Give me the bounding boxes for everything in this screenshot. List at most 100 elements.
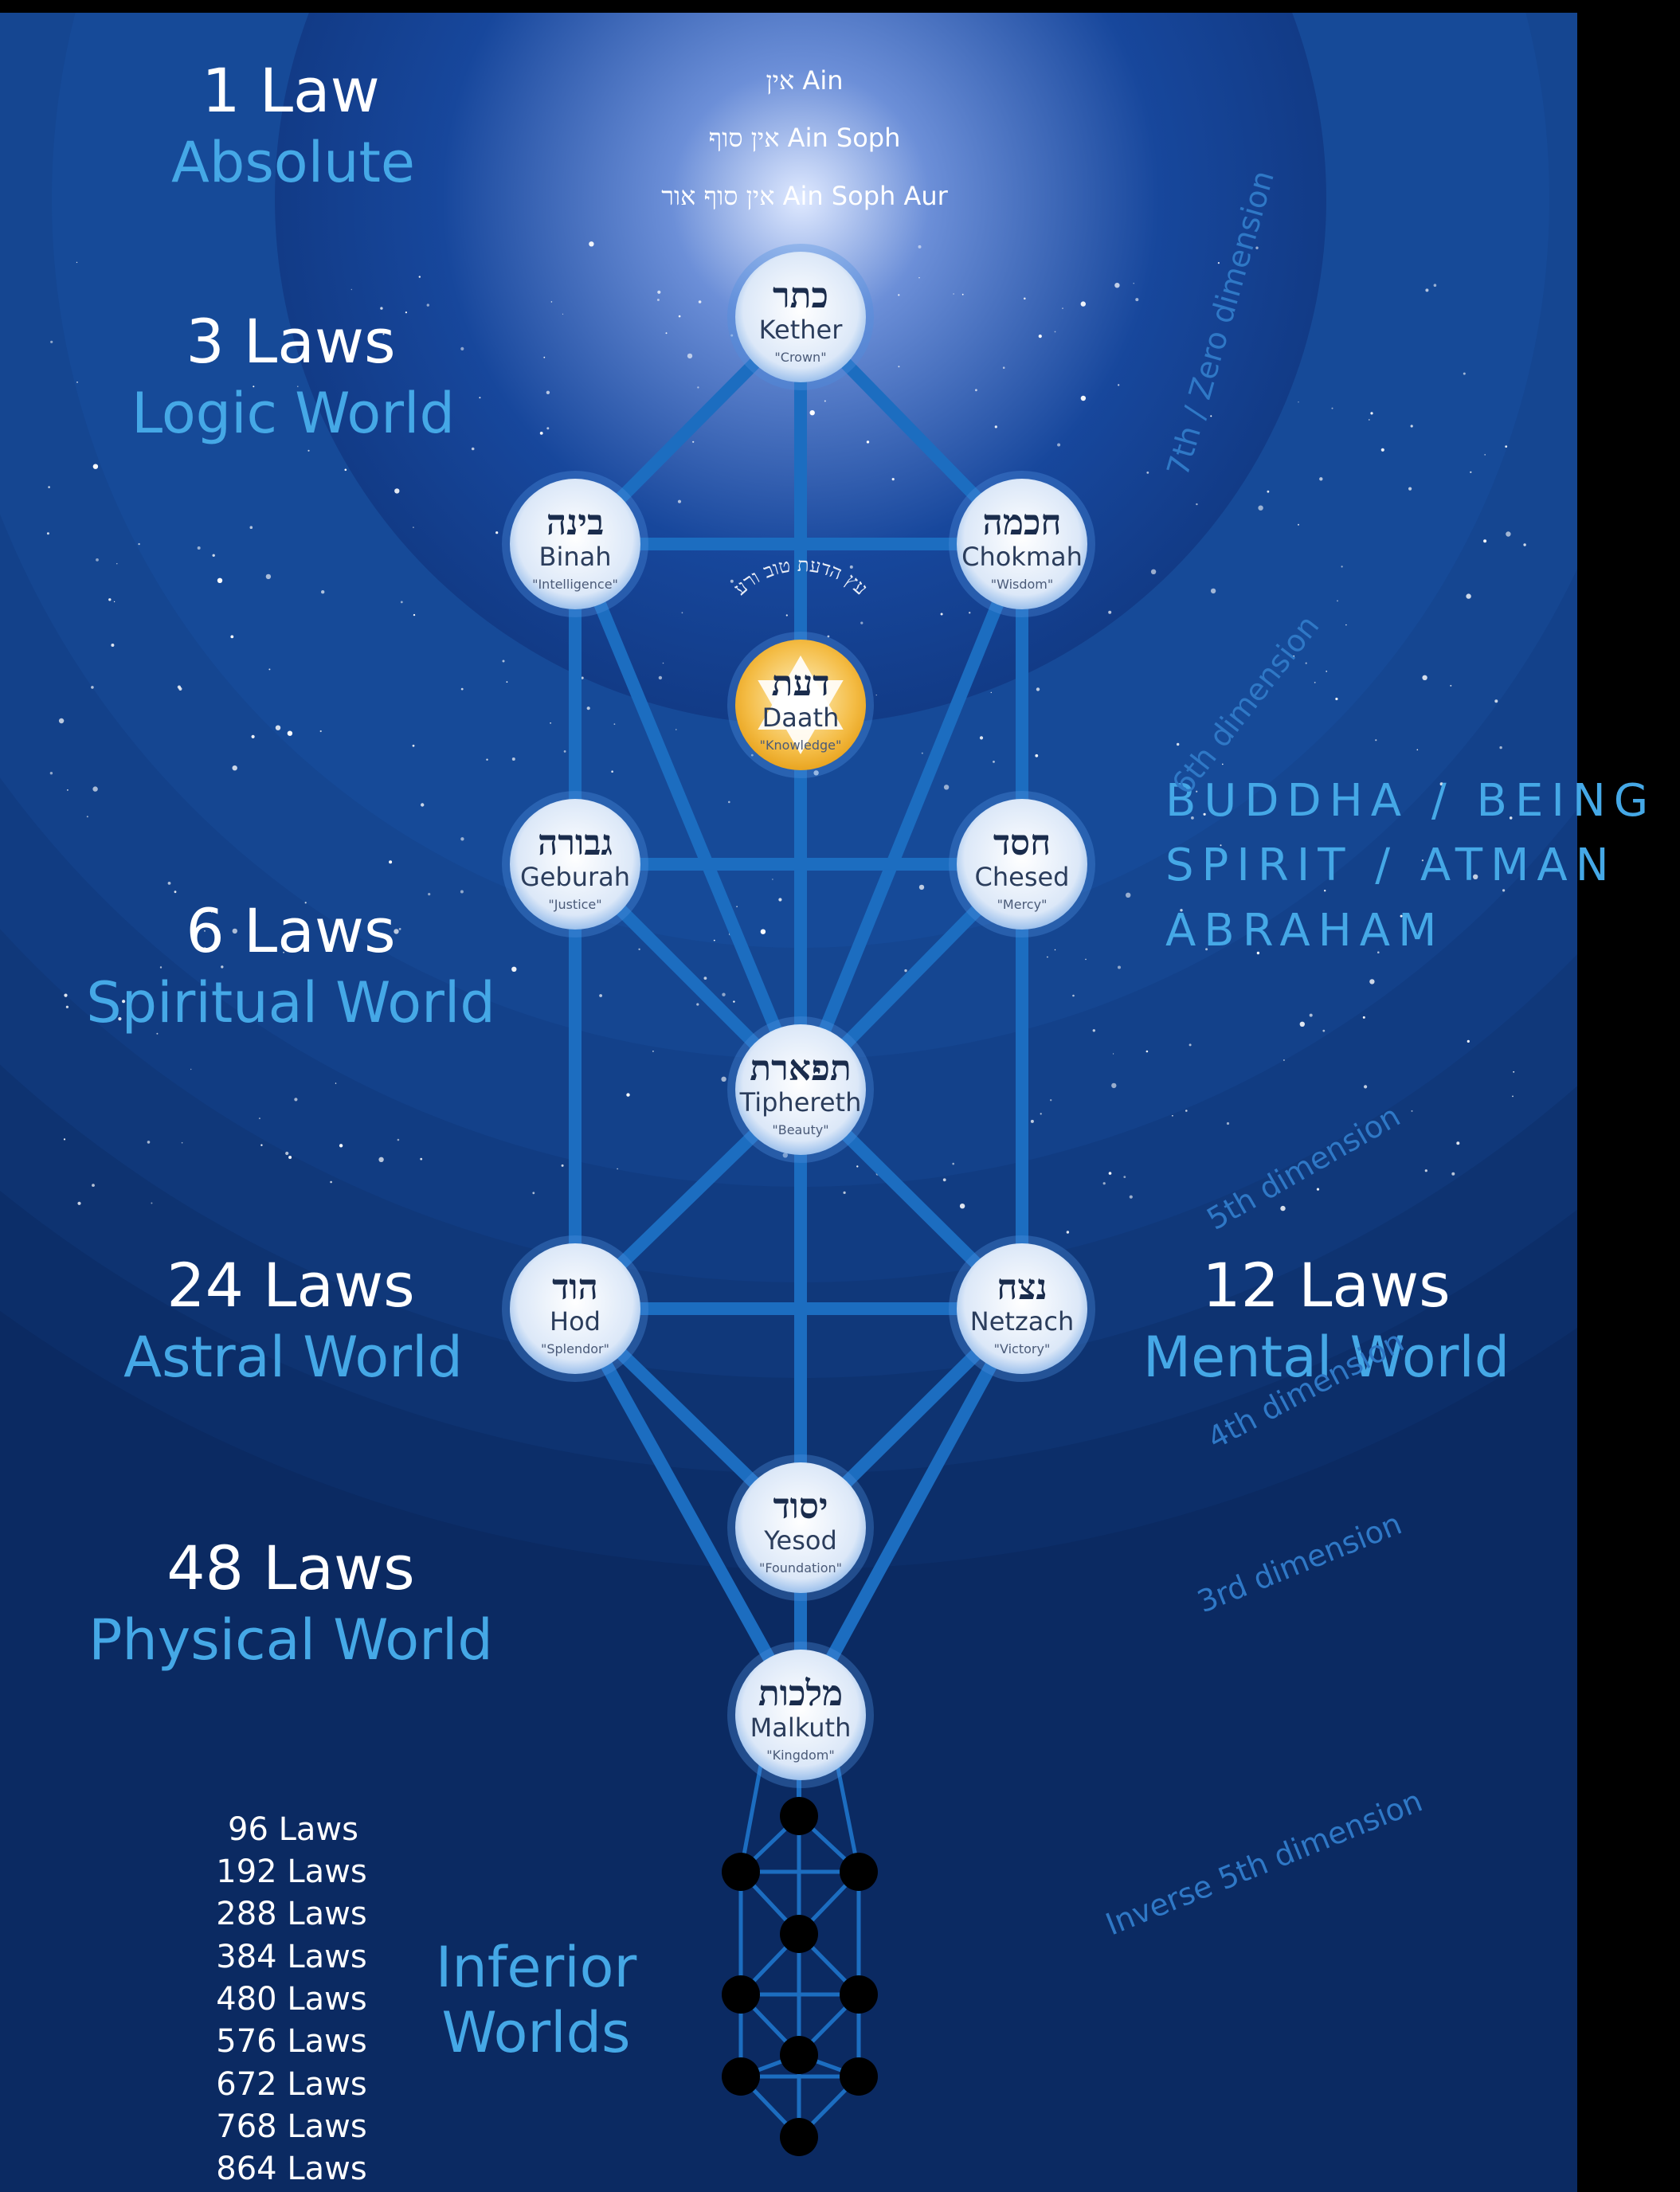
star [1463,372,1466,375]
star [1502,889,1506,892]
star [1030,1119,1034,1123]
star [1299,1021,1306,1028]
inferior-worlds-label: Inferior Worlds [436,1935,637,2065]
star [687,353,693,359]
star [809,410,815,416]
sephirah-hebrew: חכמה [983,503,1062,543]
star [506,681,508,683]
star [249,526,253,529]
star [652,1051,654,1052]
star [550,722,551,724]
star [413,526,414,528]
star [1377,951,1380,953]
star [1421,859,1423,862]
sphere [957,479,1087,609]
star [108,598,112,601]
ain-labels: אין Ain אין סוף Ain Soph אין סוף אור Ain… [661,65,948,211]
star [921,752,923,754]
star [1483,539,1487,543]
inferior-law-item: 96 Laws [228,1811,358,1848]
inferior-law-item: 480 Laws [216,1981,366,2018]
star [304,902,307,904]
star [1196,503,1198,506]
star [1256,951,1260,955]
star [904,969,907,973]
inferior-law-item: 576 Laws [216,2023,366,2060]
star [113,601,116,603]
star [613,723,616,725]
star [1066,1231,1070,1234]
sephirah-name: Chesed [975,862,1070,892]
star [1189,1043,1192,1047]
inferior-label-line2: Worlds [441,2000,630,2065]
star [1126,892,1131,898]
star [1450,684,1452,687]
inferior-label-line1: Inferior [436,1935,637,2000]
star [1309,1013,1313,1017]
star [294,1098,298,1102]
star [692,440,695,443]
spiritual-laws: 6 Laws [186,895,395,966]
star [1411,1110,1413,1112]
inferior-law-item: 672 Laws [216,2066,366,2103]
star [265,573,272,580]
inferior-tree-lattice [722,1752,878,2156]
star [221,965,224,969]
star [398,928,401,930]
star [1314,682,1316,683]
lattice-node [722,2057,760,2096]
star [420,1157,423,1161]
star [866,440,870,444]
star [1146,472,1149,474]
star [1035,754,1039,757]
sephirah-hebrew: יסוד [773,1486,828,1527]
ain-line: אין Ain [766,65,844,96]
star [1494,699,1498,703]
star [1509,816,1513,820]
star [539,432,543,435]
star [678,315,681,318]
star [190,1068,192,1071]
star [994,425,997,429]
star [813,770,819,776]
star [397,1138,400,1141]
sephirah-hebrew: כתר [773,276,828,316]
star [1177,861,1178,863]
star [230,635,234,639]
star [1205,948,1208,951]
star [827,635,830,638]
sephirah-name: Tiphereth [739,1087,862,1118]
star [297,386,299,387]
absolute-world: Absolute [171,130,415,195]
star [1217,262,1220,264]
star [940,613,943,616]
star [203,947,207,951]
sephiroth: כתרKether"Crown"בינהBinah"Intelligence"ח… [502,244,1095,1788]
star [86,816,88,818]
lattice-line [738,1752,766,1873]
star [1172,1115,1173,1117]
star [1513,1071,1515,1073]
sephirah-meaning: "Beauty" [772,1122,828,1137]
sephirah-hebrew: גבורה [538,823,613,863]
star [167,882,171,885]
sephirah-meaning: "Splendor" [541,1341,609,1356]
star [116,563,118,565]
star [1185,1110,1188,1112]
star [918,277,920,279]
star [898,366,900,368]
star [1057,443,1061,447]
sephirah-name: Kether [759,315,844,345]
star [1331,407,1333,409]
star [1102,1182,1106,1185]
star [1400,914,1403,918]
star [782,1153,788,1158]
star [1316,1188,1320,1191]
star [1324,890,1326,892]
